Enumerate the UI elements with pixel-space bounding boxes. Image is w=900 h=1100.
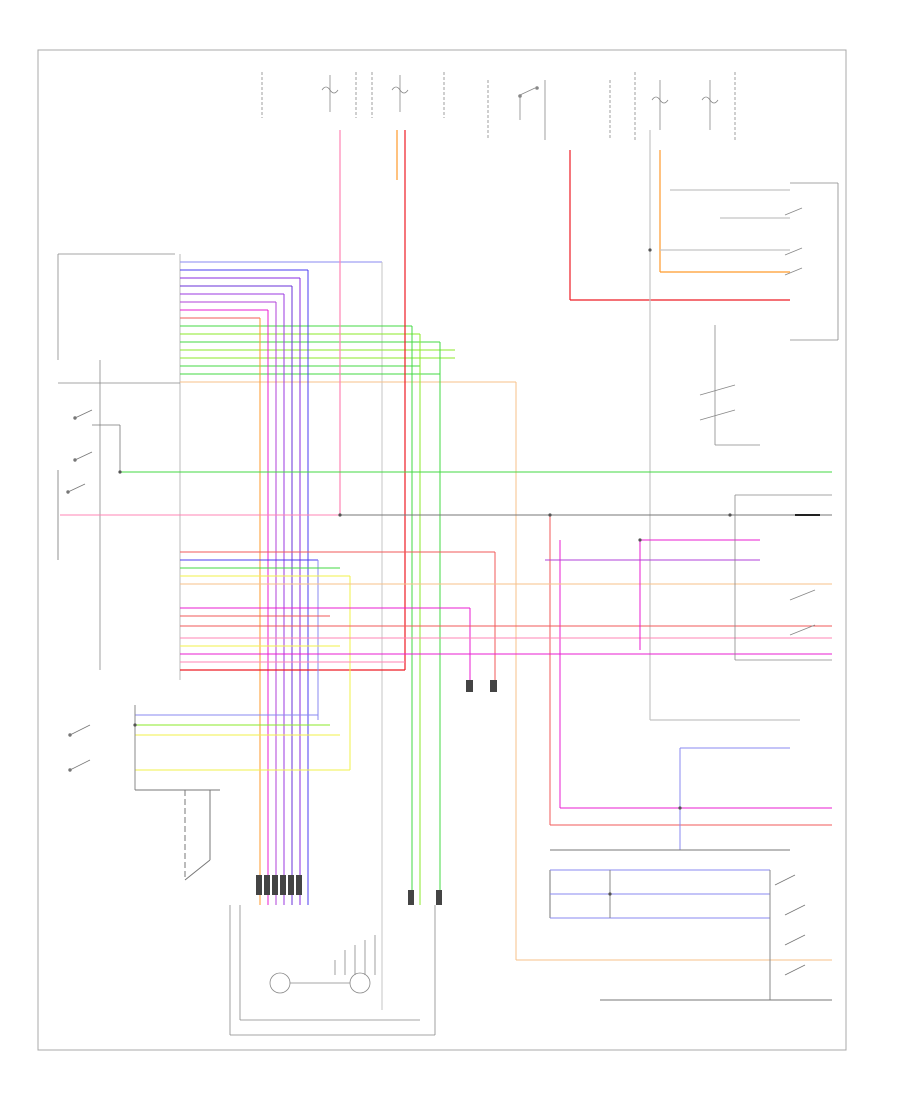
top-fuse-block-right (634, 72, 736, 140)
right-upper-switch-box (699, 182, 839, 446)
upper-harness-wires (180, 261, 832, 1010)
right-lower-switches (774, 874, 806, 976)
right-mid-switch-box (734, 494, 832, 661)
top-switch-block (487, 80, 611, 140)
right-lower-wires (549, 747, 832, 1001)
left-switch-group (57, 409, 180, 560)
left-connector-bracket (57, 253, 181, 680)
vertical-harness-bundle (259, 270, 441, 905)
lower-left-sensor-wires (134, 705, 350, 881)
fuse-feed-wires (180, 130, 800, 721)
mid-horizontal-wires (60, 471, 832, 826)
diagram-frame (37, 49, 847, 1051)
lower-harness-wires (180, 539, 832, 770)
junction-dots (118, 248, 732, 896)
bottom-module (229, 905, 436, 1036)
top-fuse-block-left (261, 72, 445, 118)
bottom-module-pins (256, 680, 497, 905)
lower-left-switch (68, 724, 91, 772)
